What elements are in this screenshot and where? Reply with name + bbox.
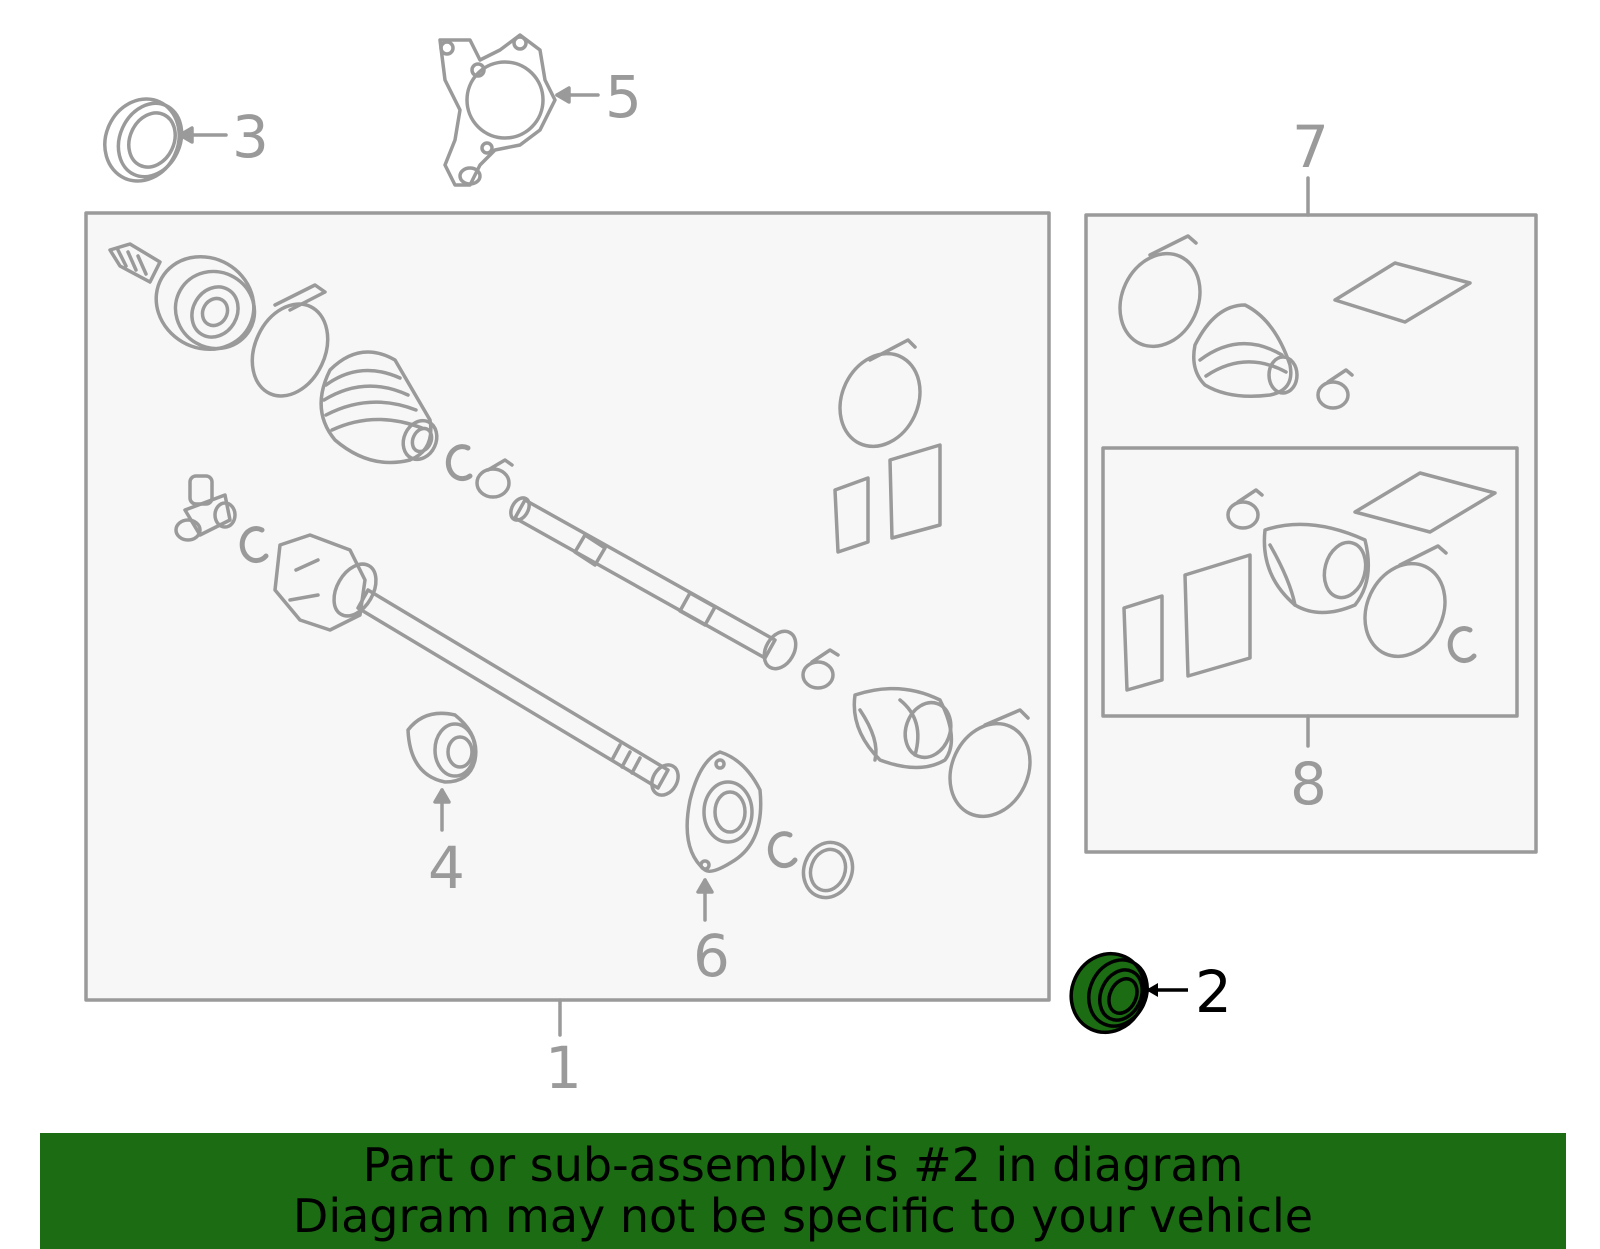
part-grease-pack-2 [888,443,942,540]
box7-grease-pack [1333,261,1472,324]
box8-grease-pack [1353,471,1497,534]
assembly-box-8 [1101,446,1519,718]
part-boot-clamp-4 [838,338,922,449]
banner-line-part: Part or sub-assembly is #2 in diagram [362,1138,1244,1192]
callout-7[interactable]: 7 [1292,113,1329,181]
part-cv-boot [319,350,439,465]
callout-1[interactable]: 1 [545,1034,582,1102]
part-2-seal-highlighted[interactable] [1058,942,1157,1045]
part-boot-clamp-3 [948,708,1032,819]
callout-4[interactable]: 4 [428,834,465,902]
box8-grease-pack-2 [1122,594,1164,692]
box8-inner-boot [1262,522,1371,615]
part-lower-shaft [356,588,680,797]
part-small-clamp [475,458,514,499]
box7-small-clamp [1316,368,1354,410]
part-inner-housing [273,533,378,632]
info-banner: Part or sub-assembly is #2 in diagram Di… [40,1133,1566,1249]
assembly-box-1 [84,211,1051,1002]
part-boot-clamp [250,283,330,398]
box7-boot [1192,303,1299,398]
part-washer [801,840,855,900]
box7-clamp [1118,234,1202,349]
part-grease-pack [833,476,870,554]
callout-6[interactable]: 6 [693,922,730,990]
part-upper-shaft [509,496,798,671]
box8-clamp [1363,544,1448,659]
part-circlip-3 [767,831,798,869]
callout-5[interactable]: 5 [605,63,642,131]
part-4-bushing[interactable] [406,711,478,784]
box8-circlip [1447,626,1477,664]
part-tripod [174,474,237,542]
part-outer-cv-joint [108,242,257,352]
part-6-center-bearing[interactable] [685,750,763,873]
part-5-bracket[interactable] [438,33,557,187]
callout-arrow-2 [1146,983,1158,997]
box8-grease-pack-3 [1183,553,1252,678]
callout-3[interactable]: 3 [232,103,269,171]
callout-8[interactable]: 8 [1290,750,1327,818]
part-circlip-2 [239,526,269,564]
box8-small-clamp [1226,488,1264,530]
part-3-seal[interactable] [92,87,194,194]
callout-2[interactable]: 2 [1195,958,1232,1026]
part-inner-boot [852,686,954,770]
banner-line-disclaimer: Diagram may not be specific to your vehi… [292,1189,1314,1243]
part-small-clamp-2 [801,648,840,690]
part-circlip [445,444,473,482]
